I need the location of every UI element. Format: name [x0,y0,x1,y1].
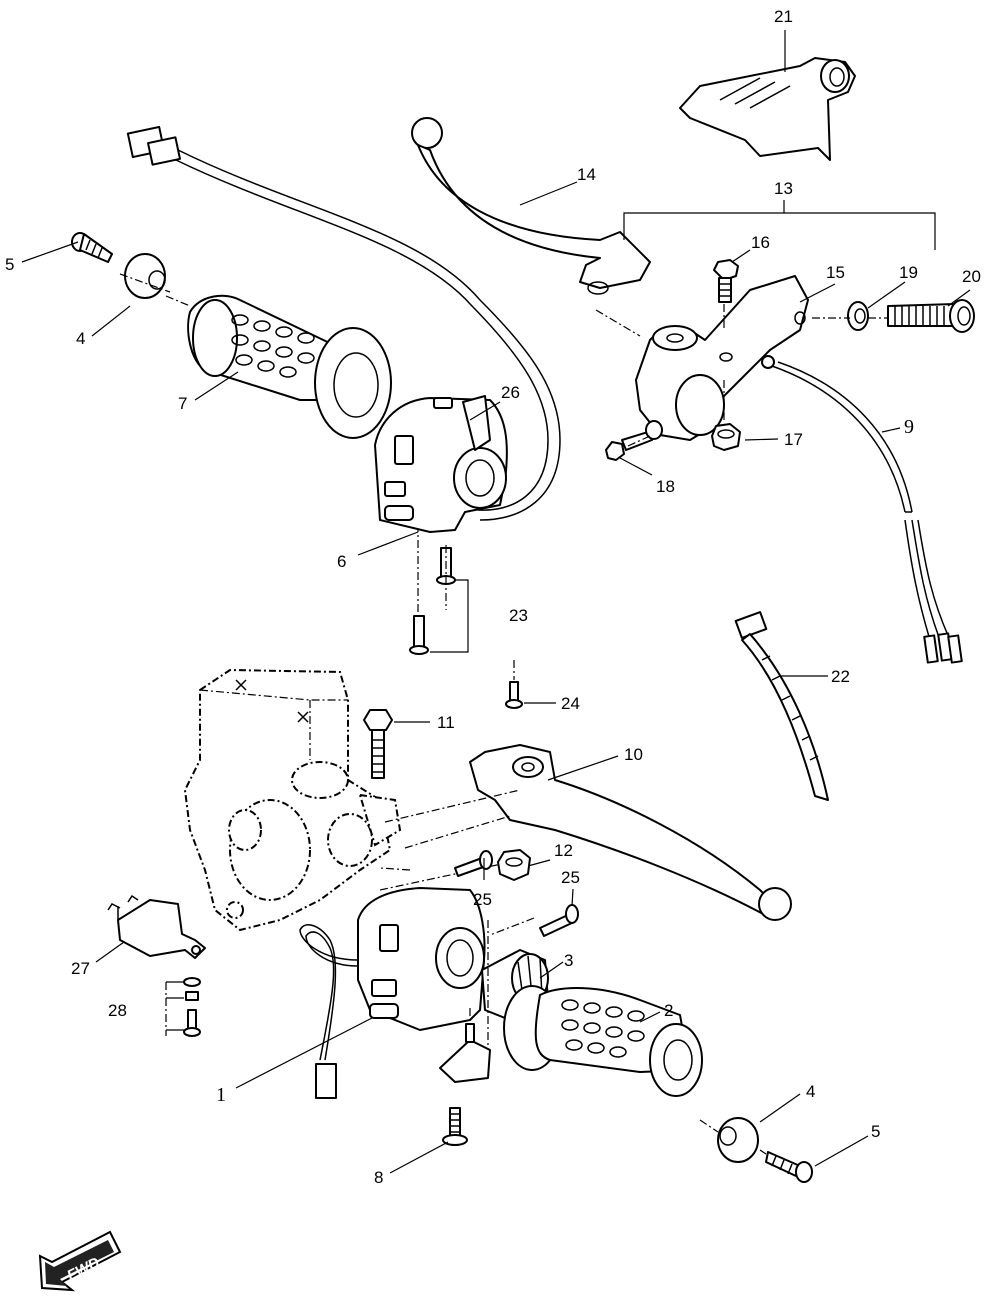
switch-mount-bracket [439,920,491,1083]
callout-9: 9 [904,416,914,438]
part-1-right-switch-housing [299,887,486,1099]
callout-11: 11 [437,713,455,732]
callout-5-lower: 5 [871,1122,880,1141]
part-19-washer [847,301,869,331]
part-14-clutch-lever [411,117,651,295]
part-4-weight-lower [717,1117,759,1163]
part-23-screws [409,547,469,655]
callout-22: 22 [831,667,850,686]
part-28-hardware-kit [165,977,201,1037]
callout-20: 20 [962,267,981,286]
part-6-left-switch-housing [374,395,508,533]
callout-16: 16 [751,233,770,252]
part-5-screw-upper [71,232,113,263]
callout-21: 21 [774,7,793,26]
callout-1: 1 [216,1084,226,1106]
master-cylinder-reference [183,668,402,932]
callout-28: 28 [108,1001,127,1020]
callout-27: 27 [71,959,90,978]
part-16-bolt [713,259,739,303]
callout-5-upper: 5 [5,255,14,274]
left-switch-wiring [126,125,561,521]
callout-14: 14 [577,165,596,184]
part-22-cable-tie [734,611,829,801]
callout-17: 17 [784,430,803,449]
part-20-adjuster-bolt [887,299,975,333]
callout-25-right: 25 [561,868,580,887]
part-18-bolt [605,420,663,461]
callout-10: 10 [624,745,643,764]
leader-lines [21,30,971,1174]
callout-2: 2 [664,1001,673,1020]
part-27-brake-switch [107,894,206,959]
part-8-screw [442,1107,468,1146]
part-17-nut [711,423,741,451]
callout-8: 8 [374,1168,383,1187]
callout-15: 15 [826,263,845,282]
part-4-weight-upper [124,253,166,299]
part-11-pivot-bolt [363,709,393,779]
forward-direction-arrow: FWD [38,1230,122,1292]
callout-3: 3 [564,951,573,970]
part-12-nut [497,849,531,881]
part-5-screw-lower [765,1151,813,1183]
callout-12: 12 [554,841,573,860]
callout-18: 18 [656,477,675,496]
part-24-screw [505,681,523,709]
part-9-switch-cable [761,355,963,664]
callout-24: 24 [561,694,580,713]
alignment-lines [119,273,888,1155]
part-21-lever-guard [679,57,856,161]
callout-labels: 21 13 14 16 15 19 20 5 4 7 26 17 9 18 6 … [5,7,981,1187]
part-15-lever-bracket [635,275,809,441]
callout-6: 6 [337,552,346,571]
part-10-brake-lever [379,744,792,921]
part-7-left-grip [187,294,392,439]
callout-26: 26 [501,383,520,402]
callout-4-upper: 4 [76,329,85,348]
part-2-right-grip [503,985,703,1097]
callout-7: 7 [178,394,187,413]
callout-13: 13 [774,179,793,198]
callout-25-left: 25 [473,890,492,909]
callout-4-lower: 4 [806,1082,815,1101]
callout-19: 19 [899,263,918,282]
callout-23: 23 [509,606,528,625]
